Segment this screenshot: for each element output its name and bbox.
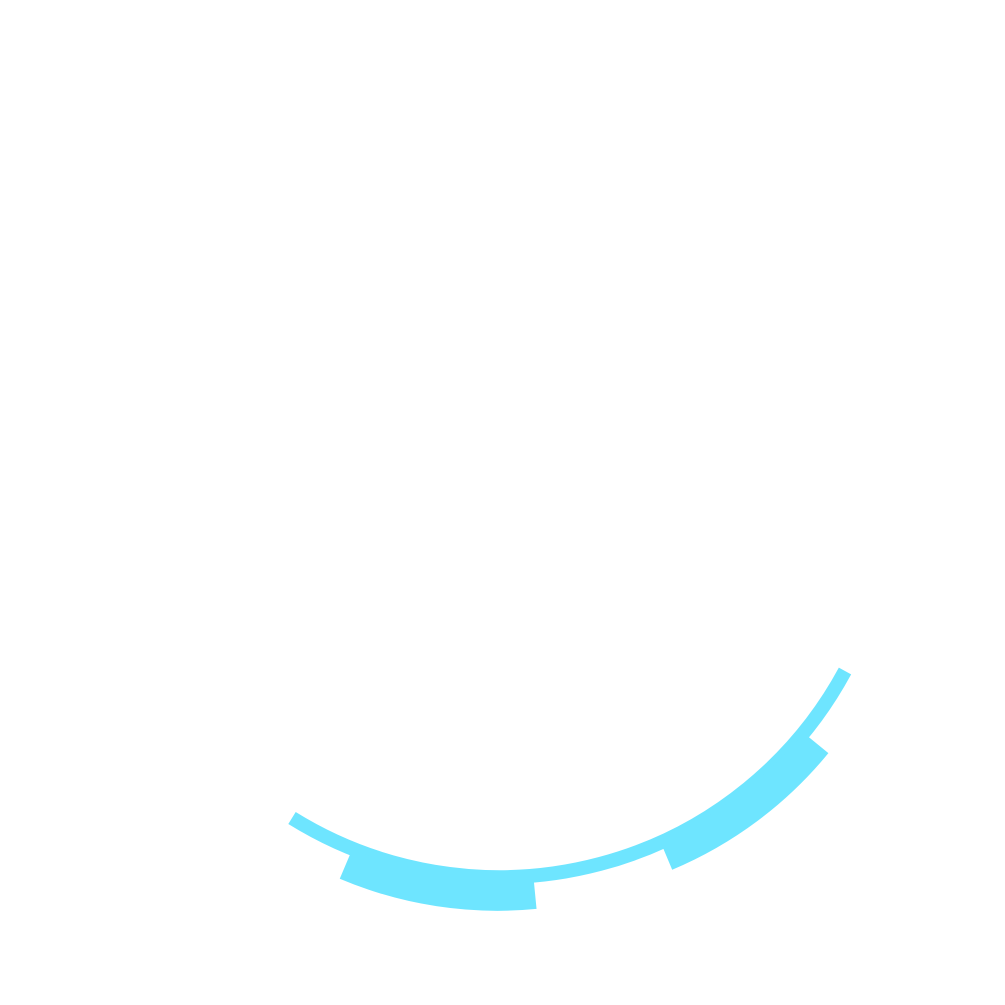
thick-arc-bottom: [339, 849, 537, 911]
thick-arc-right: [659, 732, 829, 870]
thin-arc: [288, 667, 852, 885]
